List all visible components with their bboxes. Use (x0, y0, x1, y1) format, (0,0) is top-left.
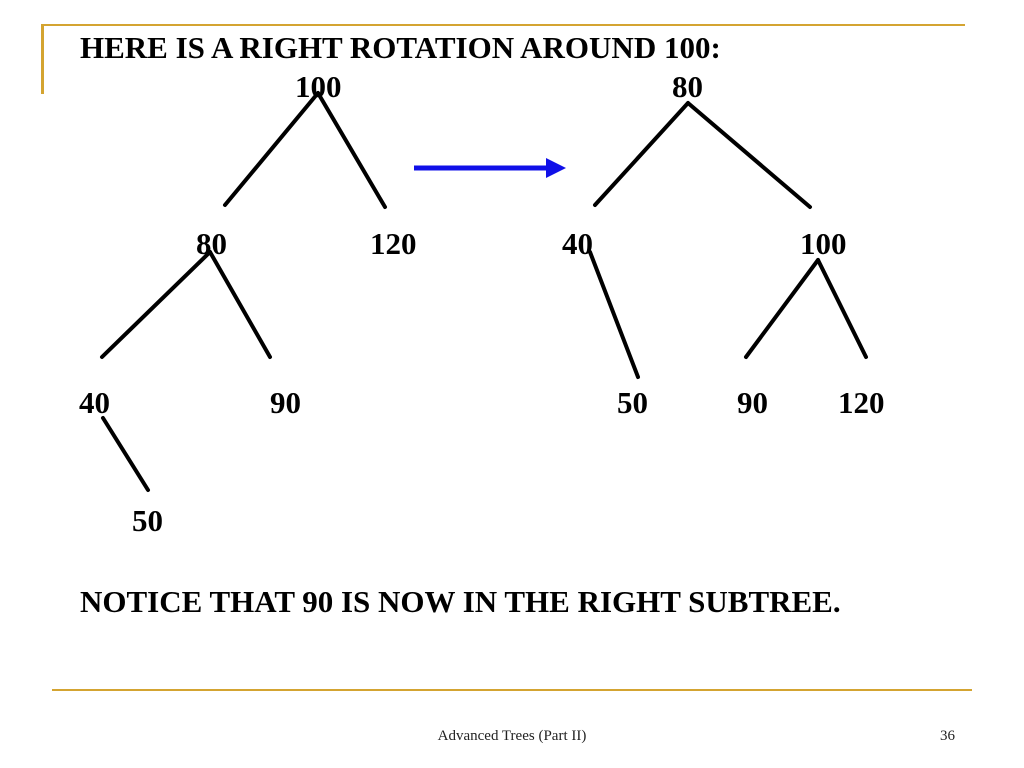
page-number: 36 (940, 728, 955, 744)
node-before-80: 80 (196, 226, 227, 261)
edge-before-80-40 (100, 250, 212, 359)
node-after-100: 100 (800, 226, 847, 261)
before-tree-nodes: 100 80 120 40 90 50 (79, 69, 417, 538)
node-before-90: 90 (270, 385, 301, 420)
edge-after-100-90 (744, 258, 820, 359)
slide-title: HERE IS A RIGHT ROTATION AROUND 100: (80, 30, 721, 65)
node-after-90: 90 (737, 385, 768, 420)
node-after-120: 120 (838, 385, 885, 420)
node-after-50: 50 (617, 385, 648, 420)
edge-after-100-120 (816, 258, 868, 359)
node-before-100: 100 (295, 69, 342, 104)
before-tree-edges (100, 91, 387, 492)
node-before-120: 120 (370, 226, 417, 261)
after-tree-edges (588, 101, 868, 379)
after-tree-nodes: 80 40 100 50 90 120 (562, 69, 885, 420)
rotation-arrow-icon (414, 158, 566, 178)
notice-text: NOTICE THAT 90 IS NOW IN THE RIGHT SUBTR… (80, 584, 841, 619)
edge-before-40-50 (101, 416, 150, 492)
edge-before-100-120 (316, 91, 387, 209)
accent-vertical-line (41, 24, 44, 94)
edge-after-40-50 (588, 250, 640, 379)
edge-before-80-90 (208, 250, 272, 359)
footer-title: Advanced Trees (Part II) (437, 728, 587, 744)
node-before-50: 50 (132, 503, 163, 538)
node-after-80: 80 (672, 69, 703, 104)
edge-before-100-80 (223, 91, 320, 207)
node-after-40: 40 (562, 226, 593, 261)
edge-after-80-40 (593, 101, 690, 207)
accent-top-line (41, 24, 965, 26)
node-before-40: 40 (79, 385, 110, 420)
edge-after-80-100 (686, 101, 812, 209)
accent-bottom-line (52, 689, 972, 691)
